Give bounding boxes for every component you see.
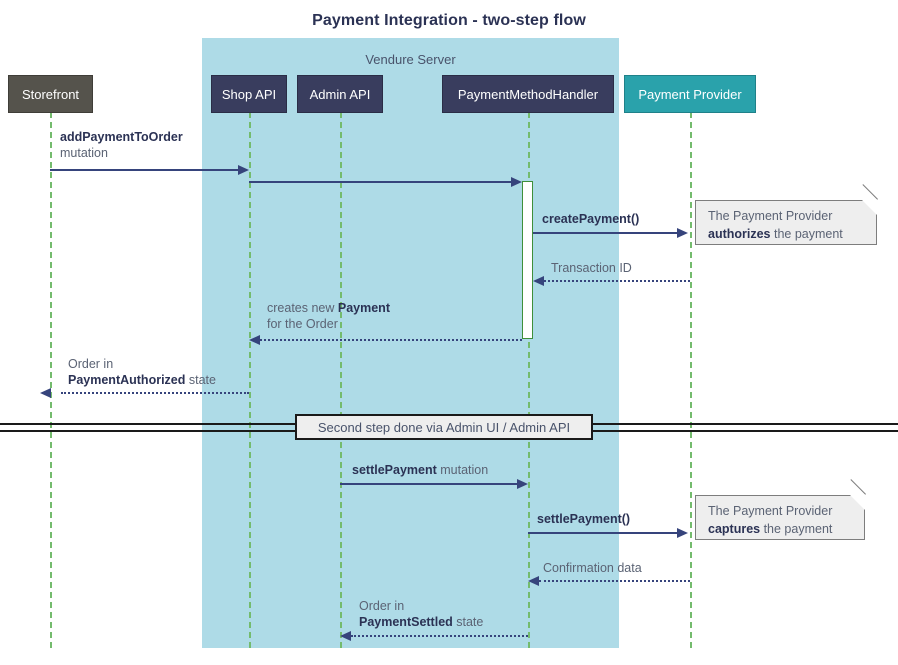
note-captures-strong: captures (708, 522, 761, 536)
message-label-strong: createPayment() (542, 212, 640, 226)
message-label-line2: for the Order (267, 317, 338, 331)
message-label-plain: mutation (60, 146, 108, 160)
arrowhead-transaction-id (533, 276, 544, 286)
message-label-line2-strong: PaymentAuthorized (68, 373, 186, 387)
page-title: Payment Integration - two-step flow (312, 12, 586, 29)
note-fold-edge (862, 184, 878, 200)
arrowhead-settle-payment-call (677, 528, 688, 538)
message-label-settle-payment-mutation: settlePayment mutation (352, 462, 488, 478)
message-label-line2: PaymentSettled state (359, 614, 483, 630)
arrowhead-add-payment-to-order (238, 165, 249, 175)
message-label-strong: addPaymentToOrder (60, 130, 183, 144)
note-captures-line2: captures the payment (708, 520, 854, 538)
note-authorizes-plain: the payment (770, 227, 843, 241)
message-arrow-settle-payment-mutation (340, 483, 517, 485)
message-label-add-payment-to-order: addPaymentToOrder mutation (60, 129, 183, 161)
message-label-line2-plain: state (185, 373, 216, 387)
participant-admin-api[interactable]: Admin API (297, 75, 383, 113)
participant-payment-provider[interactable]: Payment Provider (624, 75, 756, 113)
arrowhead-confirmation-data (528, 576, 539, 586)
message-label-strong: settlePayment (352, 463, 437, 477)
message-label-plain: mutation (436, 463, 489, 477)
participant-payment-provider-label: Payment Provider (638, 86, 742, 102)
note-fold-edge (850, 479, 866, 495)
message-arrow-creates-new-payment (260, 339, 522, 341)
note-captures-line1: The Payment Provider (708, 504, 833, 518)
lifeline-payment-provider (690, 112, 692, 648)
participant-storefront-label: Storefront (21, 86, 80, 102)
message-arrow-shop-api-to-handler (249, 181, 513, 183)
lifeline-payment-method-handler (528, 112, 530, 648)
message-label-confirmation-data: Confirmation data (543, 560, 642, 576)
message-label-create-payment: createPayment() (542, 211, 639, 227)
message-label-line1: Order in (68, 357, 114, 371)
message-label-line1: Order in (359, 599, 405, 613)
participant-storefront[interactable]: Storefront (8, 75, 93, 113)
arrowhead-shop-api-to-handler (511, 177, 522, 187)
participant-payment-method-handler-label: PaymentMethodHandler (457, 86, 599, 102)
message-label-strong: settlePayment() (537, 512, 631, 526)
arrowhead-create-payment (677, 228, 688, 238)
participant-payment-method-handler[interactable]: PaymentMethodHandler (442, 75, 614, 113)
message-label-line2: PaymentAuthorized state (68, 372, 216, 388)
participant-shop-api[interactable]: Shop API (211, 75, 287, 113)
message-arrow-confirmation-data (539, 580, 690, 582)
arrowhead-creates-new-payment (249, 335, 260, 345)
message-arrow-add-payment-to-order (50, 169, 238, 171)
note-authorizes: The Payment Provider authorizes the paym… (695, 200, 877, 245)
message-label-line2-plain: state (452, 615, 484, 629)
divider-label-box: Second step done via Admin UI / Admin AP… (295, 414, 593, 440)
participant-shop-api-label: Shop API (221, 86, 277, 102)
message-label-plain: Confirmation data (543, 561, 642, 575)
message-label-order-payment-settled: Order in PaymentSettled state (359, 598, 483, 630)
message-label-creates-new-payment: creates new Payment for the Order (267, 300, 390, 332)
arrowhead-settle-payment-mutation (517, 479, 528, 489)
lifeline-admin-api (340, 112, 342, 648)
note-authorizes-line2: authorizes the payment (708, 225, 866, 243)
note-captures: The Payment Provider captures the paymen… (695, 495, 865, 540)
message-label-line1: creates new Payment (267, 300, 390, 316)
note-fold-corner-icon (862, 200, 877, 215)
message-arrow-create-payment (533, 232, 677, 234)
activation-bar-payment-method-handler (522, 181, 533, 339)
message-label-line1-strong: Payment (337, 301, 390, 315)
message-arrow-transaction-id (544, 280, 690, 282)
group-label: Vendure Server (365, 52, 456, 67)
message-label-plain: Transaction ID (551, 261, 632, 275)
message-arrow-settle-payment-call (528, 532, 677, 534)
message-label-settle-payment-call: settlePayment() (537, 511, 630, 527)
message-arrow-order-payment-settled (351, 635, 528, 637)
arrowhead-order-payment-authorized (40, 388, 51, 398)
note-fold-corner-icon (850, 495, 865, 510)
lifeline-storefront (50, 112, 52, 648)
participant-admin-api-label: Admin API (309, 86, 371, 102)
note-authorizes-line1: The Payment Provider (708, 209, 833, 223)
message-arrow-order-payment-authorized (61, 392, 249, 394)
message-label-transaction-id: Transaction ID (551, 260, 632, 276)
note-captures-plain: the payment (760, 522, 833, 536)
message-label-line2-strong: PaymentSettled (359, 615, 453, 629)
arrowhead-order-payment-settled (340, 631, 351, 641)
note-authorizes-strong: authorizes (708, 227, 771, 241)
message-label-order-payment-authorized: Order in PaymentAuthorized state (68, 356, 216, 388)
group-box-vendure-server (202, 38, 619, 648)
divider-label: Second step done via Admin UI / Admin AP… (317, 419, 571, 435)
message-label-line1-plain: creates new (267, 301, 338, 315)
lifeline-shop-api (249, 112, 251, 648)
